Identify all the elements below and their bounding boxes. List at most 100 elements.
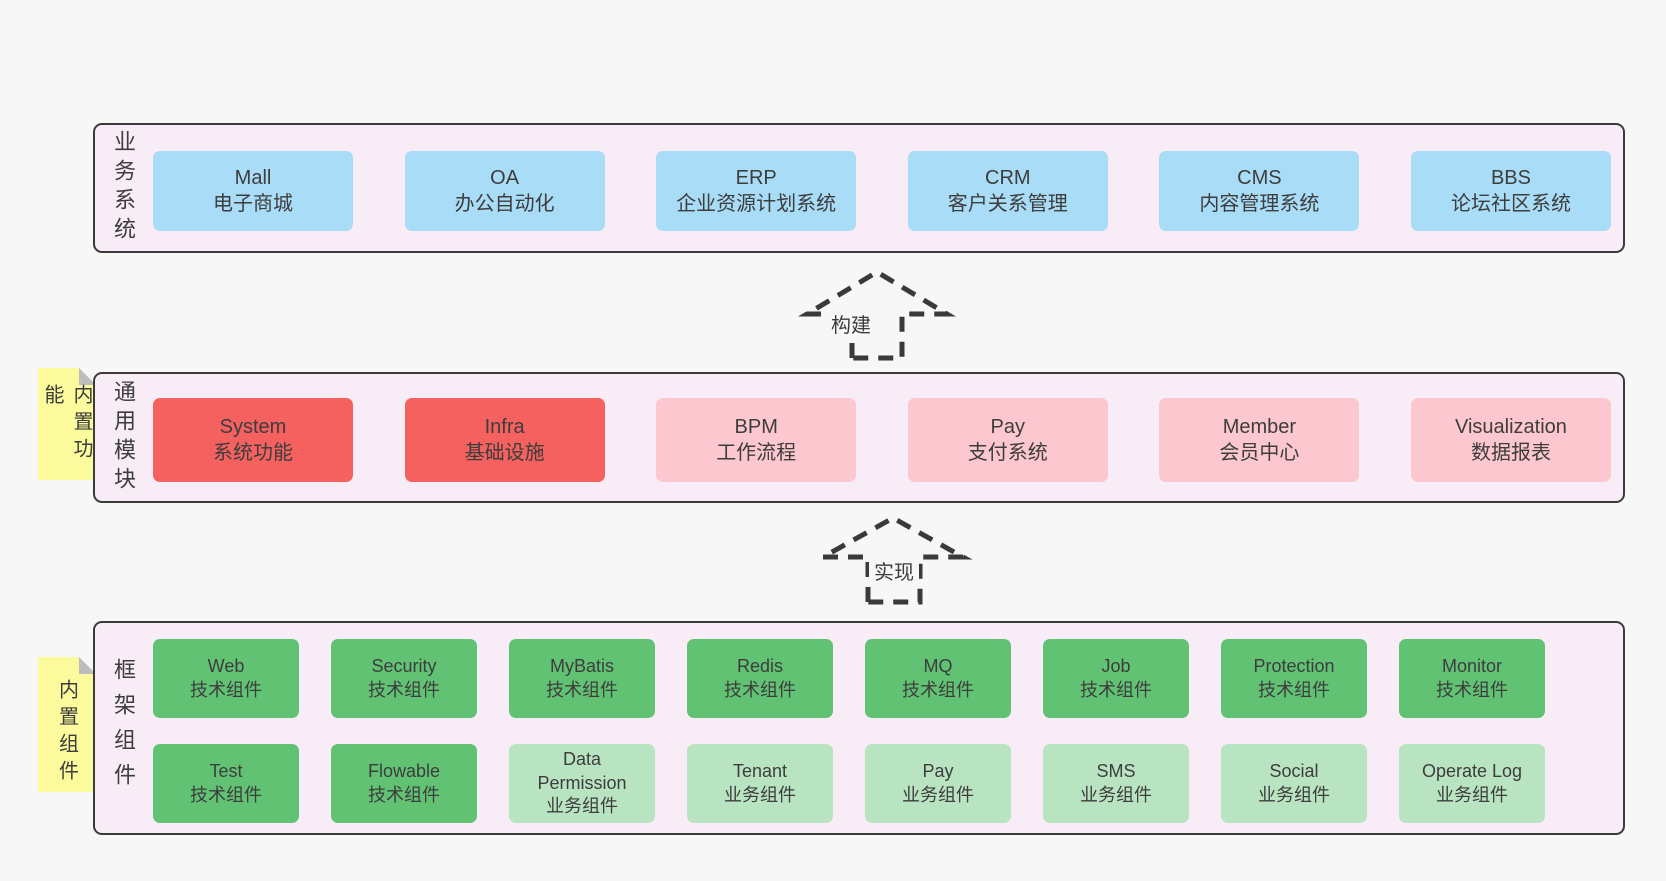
box-name: Web xyxy=(207,656,245,677)
box-desc: 技术组件 xyxy=(368,679,440,700)
box-name: Mall xyxy=(234,167,272,189)
box-desc: 技术组件 xyxy=(190,784,262,805)
box-desc: 系统功能 xyxy=(213,442,293,464)
box-desc: 技术组件 xyxy=(1080,679,1152,700)
arrow-label: 构建 xyxy=(826,308,876,339)
box-name: Security xyxy=(371,656,437,677)
box-desc: 内容管理系统 xyxy=(1199,193,1320,215)
box-desc: 客户关系管理 xyxy=(947,193,1068,215)
box-desc: 企业资源计划系统 xyxy=(676,193,837,215)
box-name: Job xyxy=(1101,656,1131,677)
box-name: MyBatis xyxy=(549,656,614,677)
box-name: Operate Log xyxy=(1421,761,1523,782)
box-name: Pay xyxy=(922,761,954,782)
box-desc: 技术组件 xyxy=(368,784,440,805)
box-name: Flowable xyxy=(367,761,441,782)
box-desc: 业务组件 xyxy=(1080,784,1152,805)
box-desc: 技术组件 xyxy=(190,679,262,700)
arrow-label: 实现 xyxy=(869,555,919,586)
build-arrow: 构建 xyxy=(790,260,970,365)
box-desc: 办公自动化 xyxy=(454,193,555,215)
box-name: Data Permission xyxy=(537,749,627,793)
box-desc: 业务组件 xyxy=(546,796,618,817)
box-name: System xyxy=(219,416,287,438)
box-desc: 电子商城 xyxy=(213,193,293,215)
box-member: Member 会员中心 xyxy=(1159,398,1360,482)
box-cms: CMS 内容管理系统 xyxy=(1159,151,1360,231)
box-name: Social xyxy=(1269,761,1319,782)
box-name: Pay xyxy=(990,416,1026,438)
note-text: 内置组件 xyxy=(55,678,78,787)
note-built-in-features: 内置功能 xyxy=(38,368,96,480)
box-desc: 技术组件 xyxy=(1436,679,1508,700)
box-name: Test xyxy=(209,761,243,782)
box-oa: OA 办公自动化 xyxy=(404,151,605,231)
box-name: Member xyxy=(1222,416,1297,438)
box-name: CRM xyxy=(985,167,1031,189)
implement-arrow: 实现 xyxy=(805,505,985,615)
box-name: Protection xyxy=(1253,656,1335,677)
box-name: Tenant xyxy=(732,761,788,782)
box-desc: 工作流程 xyxy=(716,442,797,464)
box-name: MQ xyxy=(923,656,953,677)
note-shape xyxy=(38,368,96,480)
box-desc: 基础设施 xyxy=(464,442,545,464)
box-desc: 业务组件 xyxy=(902,784,974,805)
box-desc: 数据报表 xyxy=(1470,442,1551,464)
box-bpm: BPM 工作流程 xyxy=(656,398,857,482)
box-mall: Mall 电子商城 xyxy=(153,151,353,231)
box-name: BBS xyxy=(1490,167,1531,189)
box-name: Infra xyxy=(484,416,525,438)
box-system: System 系统功能 xyxy=(153,398,353,482)
box-desc: 业务组件 xyxy=(1258,784,1330,805)
box-desc: 业务组件 xyxy=(1436,784,1508,805)
box-name: Redis xyxy=(736,656,784,677)
box-desc: 业务组件 xyxy=(724,784,796,805)
box-desc: 技术组件 xyxy=(1258,679,1330,700)
box-desc: 论坛社区系统 xyxy=(1450,193,1571,215)
box-bbs: BBS 论坛社区系统 xyxy=(1410,151,1611,231)
box-desc: 技术组件 xyxy=(902,679,974,700)
box-name: CMS xyxy=(1237,167,1282,189)
box-name: Visualization xyxy=(1455,416,1567,438)
box-name: OA xyxy=(490,167,520,189)
box-crm: CRM 客户关系管理 xyxy=(907,151,1108,231)
box-data-permission: Data Permission 业务组件 xyxy=(509,744,655,823)
box-name: Monitor xyxy=(1441,656,1503,677)
note-shape xyxy=(38,657,96,792)
box-name: BPM xyxy=(734,416,778,438)
box-desc: 技术组件 xyxy=(546,679,618,700)
panel-label: 通用模块 xyxy=(111,379,136,496)
note-text: 内置功能 xyxy=(41,384,92,465)
box-infra: Infra 基础设施 xyxy=(404,398,605,482)
panel-label: 业务系统 xyxy=(111,130,136,246)
box-visualization: Visualization 数据报表 xyxy=(1410,398,1611,482)
box-desc: 会员中心 xyxy=(1219,442,1300,464)
